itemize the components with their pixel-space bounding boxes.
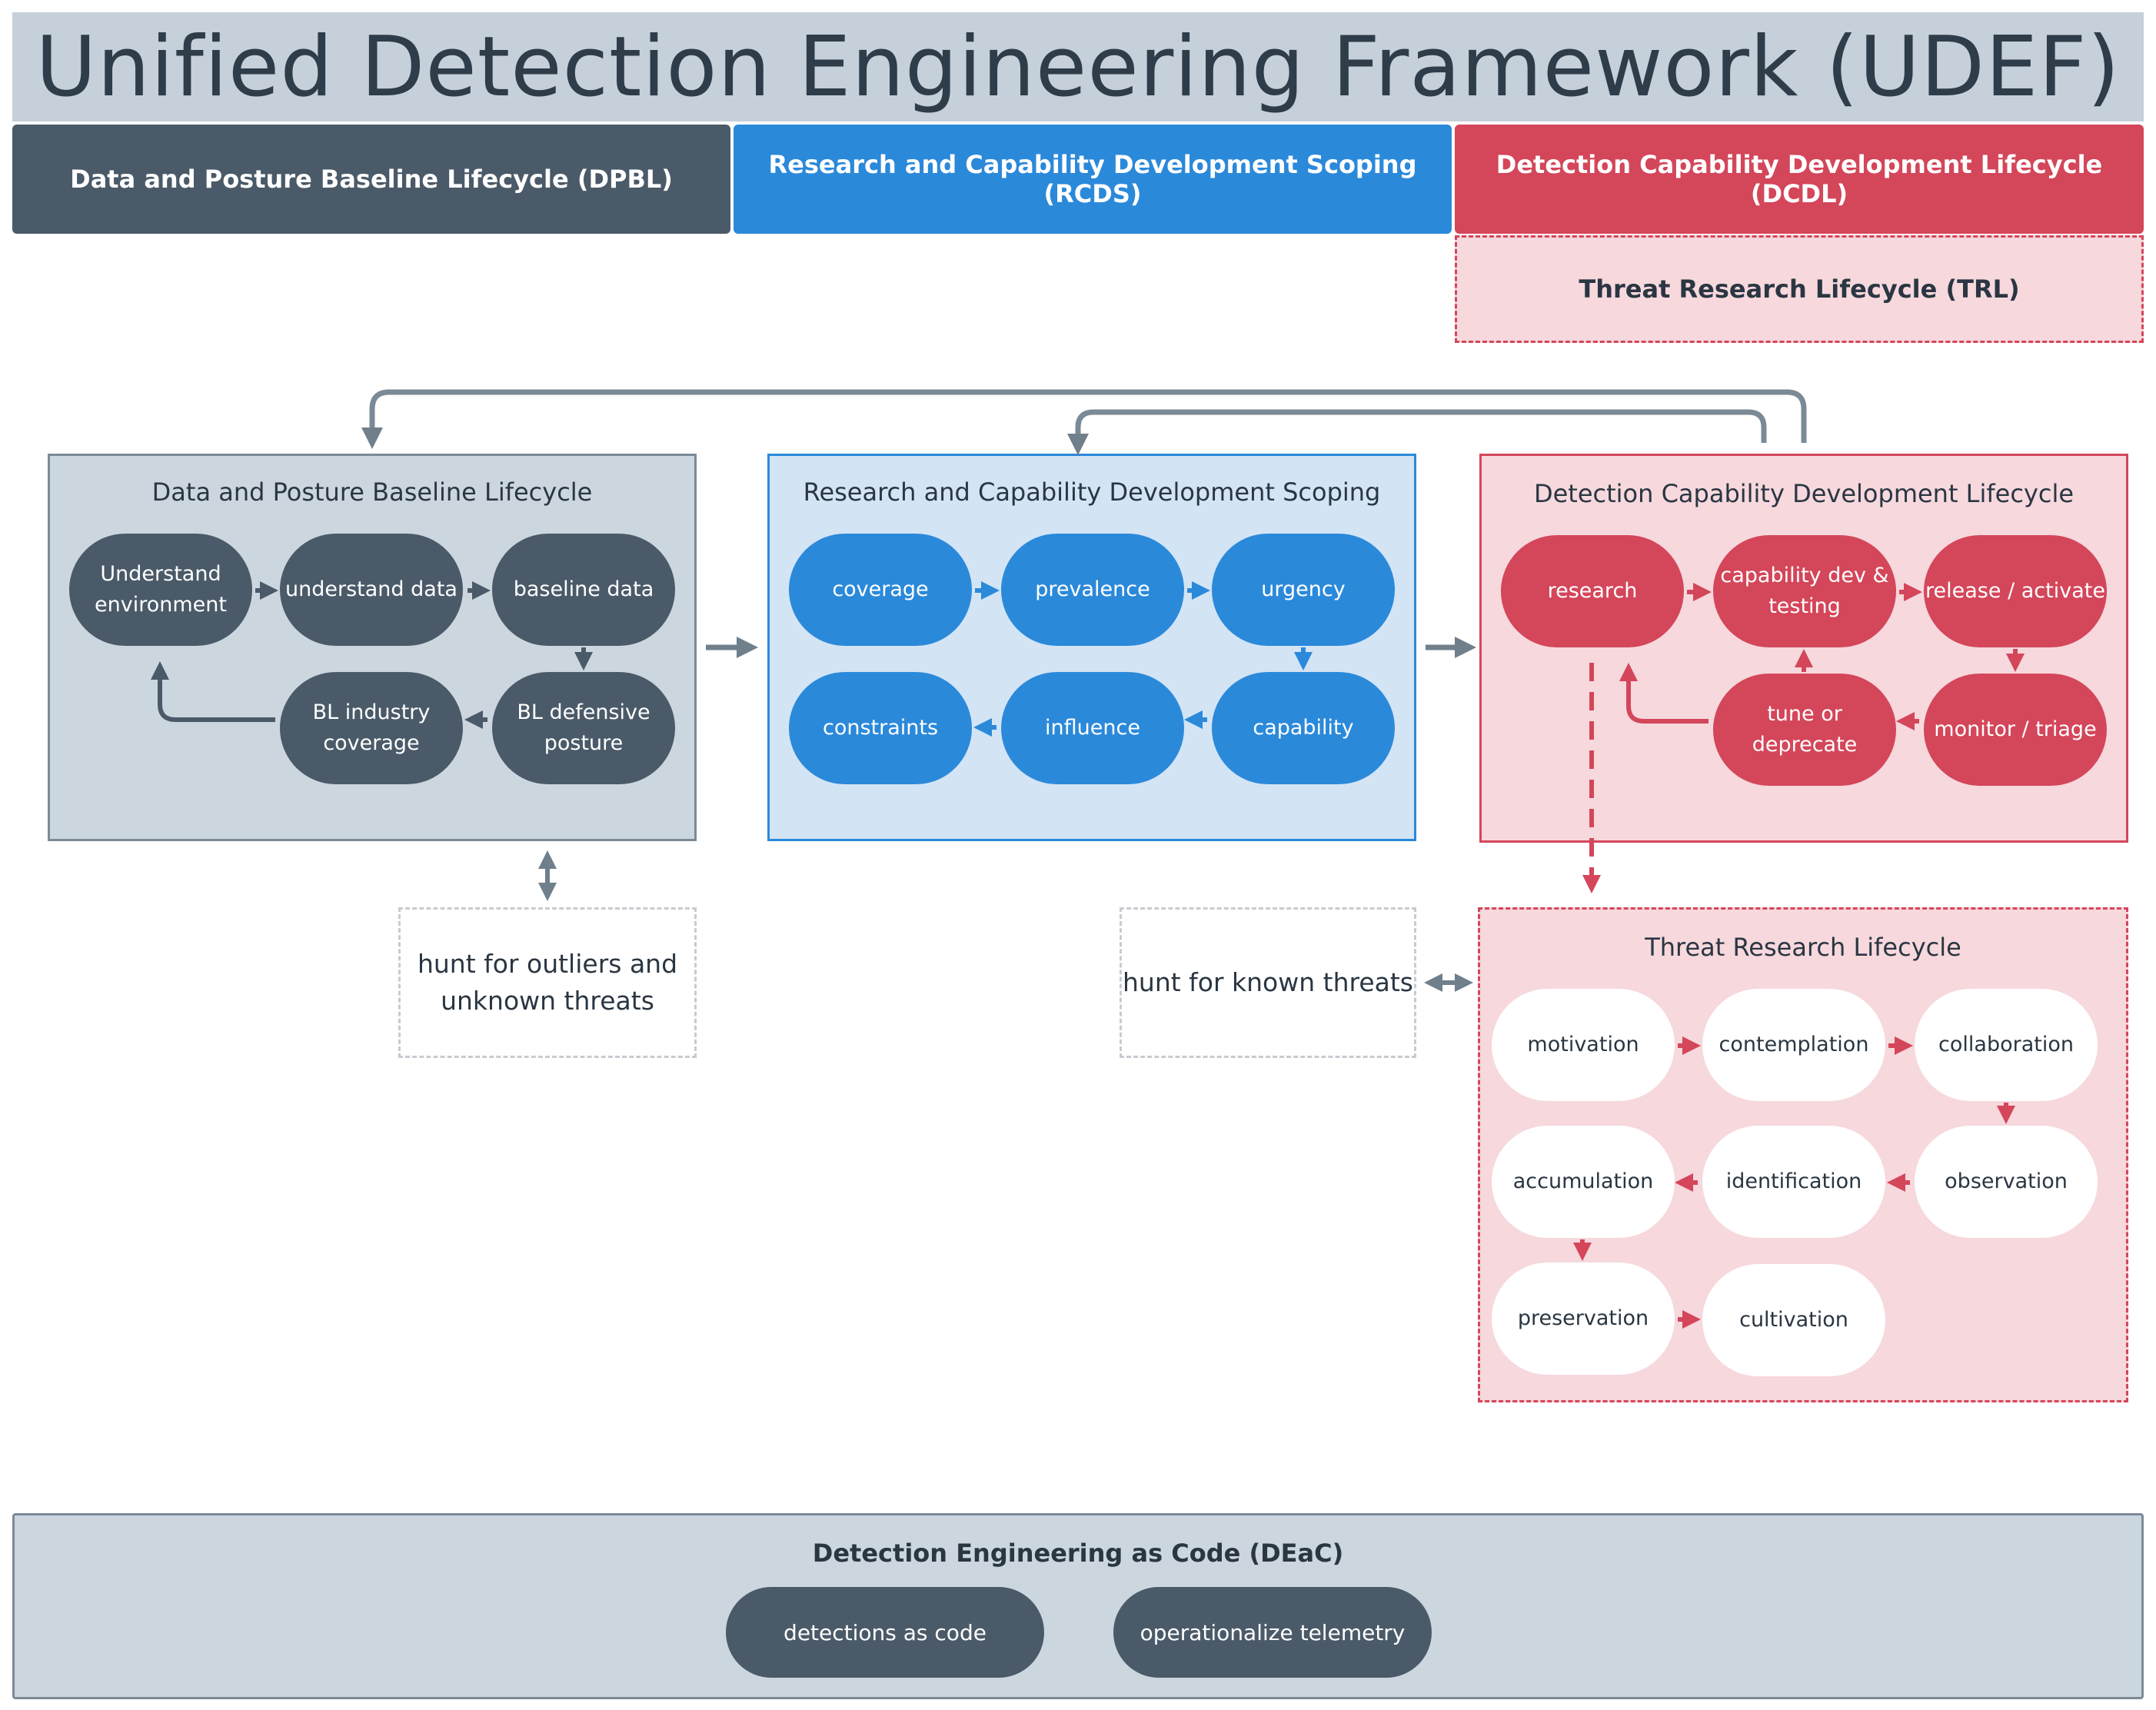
trl-node-motivation: motivation — [1492, 989, 1675, 1101]
dcdl-node-capability-dev-testing: capability dev & testing — [1713, 535, 1896, 647]
deac-panel: Detection Engineering as Code (DEaC) — [12, 1513, 2144, 1699]
banner-trl: Threat Research Lifecycle (TRL) — [1455, 235, 2144, 343]
deac-operationalize-telemetry: operationalize telemetry — [1113, 1587, 1432, 1678]
trl-panel-title: Threat Research Lifecycle — [1645, 933, 1961, 962]
deac-title: Detection Engineering as Code (DEaC) — [812, 1539, 1344, 1568]
dcdl-panel-title: Detection Capability Development Lifecyc… — [1533, 479, 2074, 508]
dpbl-panel-title: Data and Posture Baseline Lifecycle — [151, 477, 593, 507]
trl-node-accumulation: accumulation — [1492, 1126, 1675, 1238]
feedback-arrow-dcdl-to-rcds — [1067, 409, 1767, 455]
rcds-node-prevalence: prevalence — [1001, 534, 1184, 646]
hunt-unknown-threats-box: hunt for outliers and unknown threats — [398, 907, 697, 1058]
dpbl-node-baseline-data: baseline data — [492, 534, 675, 646]
dpbl-node-understand-data: understand data — [280, 534, 463, 646]
dpbl-node-understand-environment: Understand environment — [69, 534, 252, 646]
dpbl-node-bl-industry-coverage: BL industry coverage — [280, 672, 463, 784]
dcdl-node-tune-or-deprecate: tune or deprecate — [1713, 674, 1896, 786]
rcds-node-capability: capability — [1212, 672, 1395, 784]
rcds-node-influence: influence — [1001, 672, 1184, 784]
feedback-arrow-dcdl-to-dpbl — [361, 389, 1807, 449]
trl-node-identification: identification — [1702, 1126, 1885, 1238]
hunt-known-threats-box: hunt for known threats — [1120, 907, 1416, 1058]
dcdl-node-research: research — [1501, 535, 1684, 647]
rcds-node-urgency: urgency — [1212, 534, 1395, 646]
banner-rcds: Research and Capability Development Scop… — [734, 125, 1452, 234]
trl-node-preservation: preservation — [1492, 1263, 1675, 1375]
dcdl-node-release-activate: release / activate — [1924, 535, 2107, 647]
rcds-panel-title: Research and Capability Development Scop… — [803, 477, 1381, 507]
rcds-node-constraints: constraints — [789, 672, 972, 784]
dcdl-node-monitor-triage: monitor / triage — [1924, 674, 2107, 786]
trl-node-contemplation: contemplation — [1702, 989, 1885, 1101]
banner-dpbl: Data and Posture Baseline Lifecycle (DPB… — [12, 125, 730, 234]
deac-detections-as-code: detections as code — [726, 1587, 1044, 1678]
page-title: Unified Detection Engineering Framework … — [12, 12, 2144, 121]
banner-dcdl: Detection Capability Development Lifecyc… — [1455, 125, 2144, 234]
trl-node-observation: observation — [1915, 1126, 2098, 1238]
trl-node-cultivation: cultivation — [1702, 1264, 1885, 1376]
dpbl-node-bl-defensive-posture: BL defensive posture — [492, 672, 675, 784]
trl-node-collaboration: collaboration — [1915, 989, 2098, 1101]
rcds-node-coverage: coverage — [789, 534, 972, 646]
